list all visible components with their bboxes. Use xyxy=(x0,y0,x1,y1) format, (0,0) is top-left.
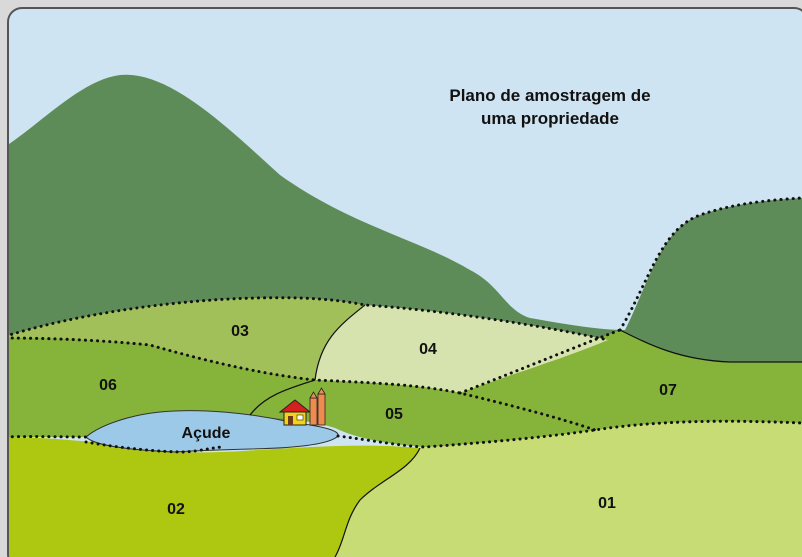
house-icon xyxy=(278,399,312,426)
area-label-07: 07 xyxy=(659,382,677,399)
area-02 xyxy=(8,437,420,557)
dotted-boundaries xyxy=(8,196,802,454)
frame-border xyxy=(7,7,802,557)
area-05 xyxy=(250,380,595,447)
area-label-01: 01 xyxy=(598,495,616,512)
area-03 xyxy=(8,297,365,380)
solid-boundaries xyxy=(249,304,802,557)
diagram-title-line-2: uma propriedade xyxy=(481,109,619,128)
area-label-06: 06 xyxy=(99,377,117,394)
area-label-02: 02 xyxy=(167,501,185,518)
area-01 xyxy=(335,421,802,557)
silo-icon xyxy=(309,387,326,426)
area-04 xyxy=(315,305,608,393)
area-label-05: 05 xyxy=(385,406,403,423)
area-label-03: 03 xyxy=(231,323,249,340)
area-06 xyxy=(8,338,315,437)
pond-label: Açude xyxy=(182,425,231,442)
area-label-04: 04 xyxy=(419,341,437,358)
diagram-title-line-1: Plano de amostragem de xyxy=(449,86,650,105)
